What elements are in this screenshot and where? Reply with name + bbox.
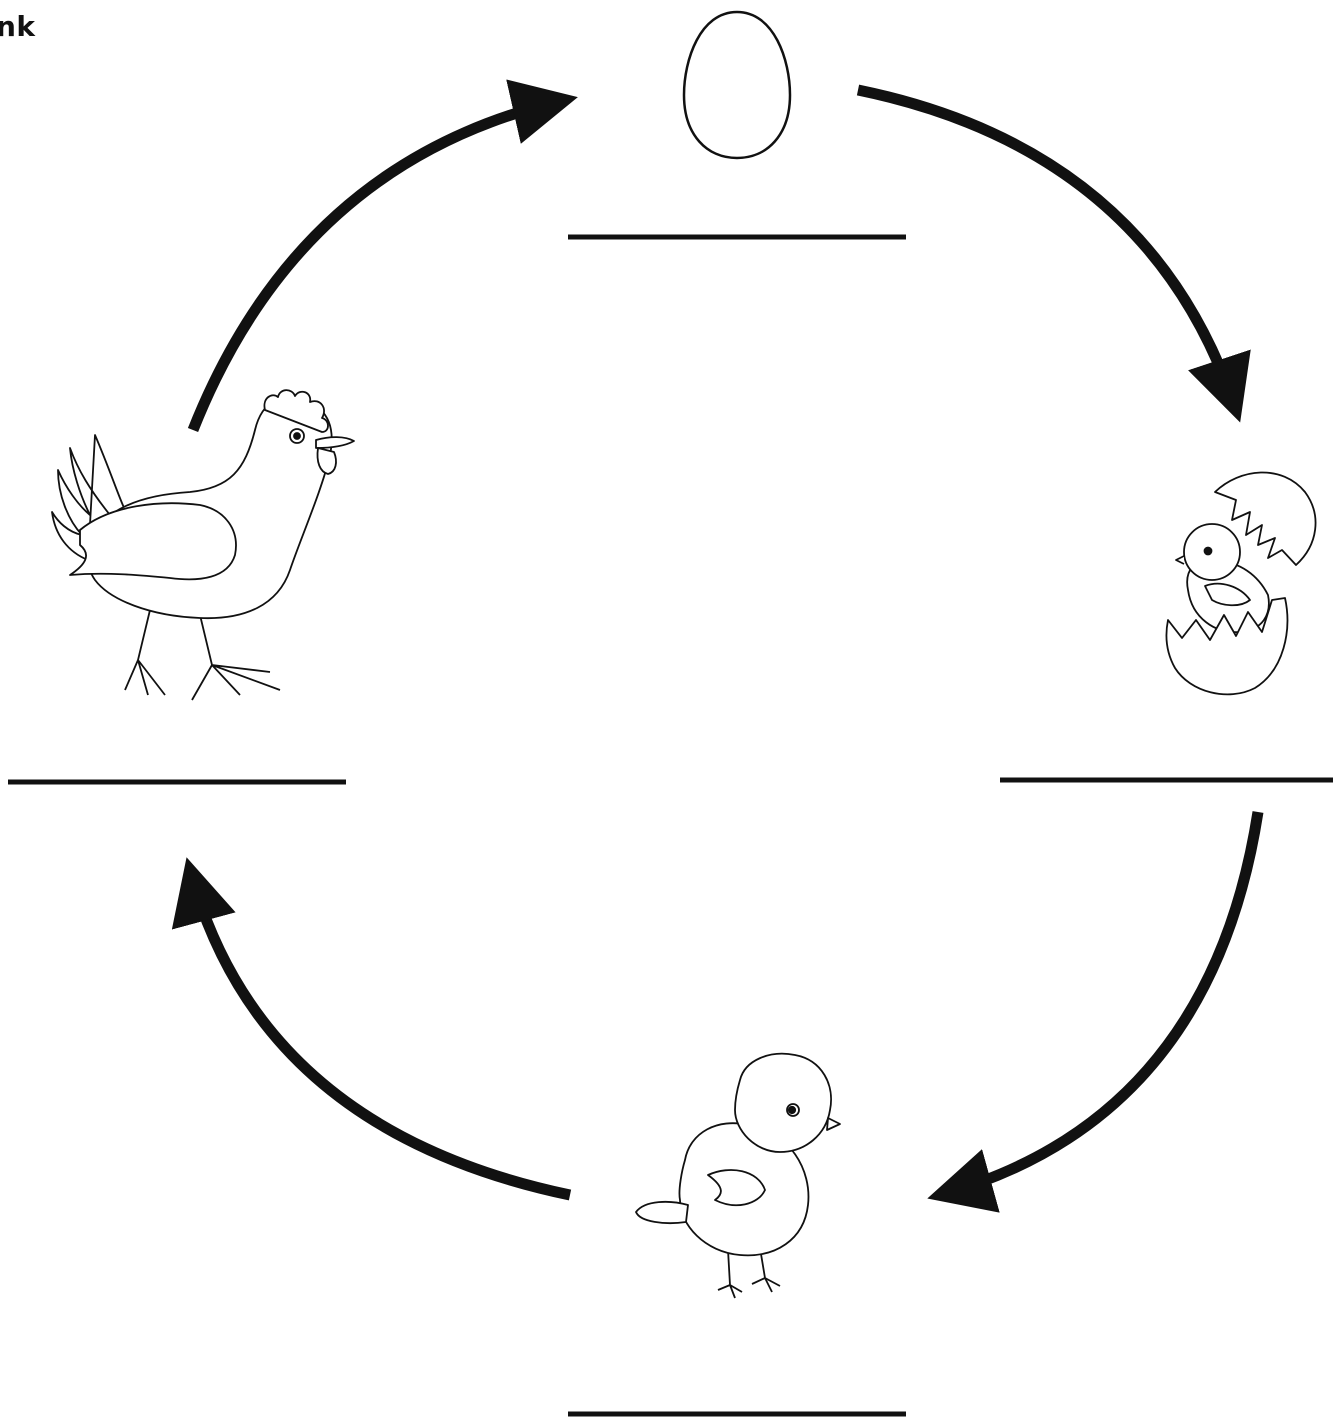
- egg-icon: [682, 10, 792, 160]
- chick-icon: [635, 1052, 841, 1299]
- corner-label: nk: [0, 10, 36, 43]
- hen-icon: [51, 389, 355, 701]
- arrow-hen-to-egg: [187, 79, 578, 433]
- arrow-hatching-to-chick: [927, 811, 1264, 1213]
- arrow-chick-to-hen: [171, 857, 572, 1201]
- hatching-chick-icon: [1165, 471, 1317, 696]
- arrow-egg-to-hatching: [856, 84, 1251, 423]
